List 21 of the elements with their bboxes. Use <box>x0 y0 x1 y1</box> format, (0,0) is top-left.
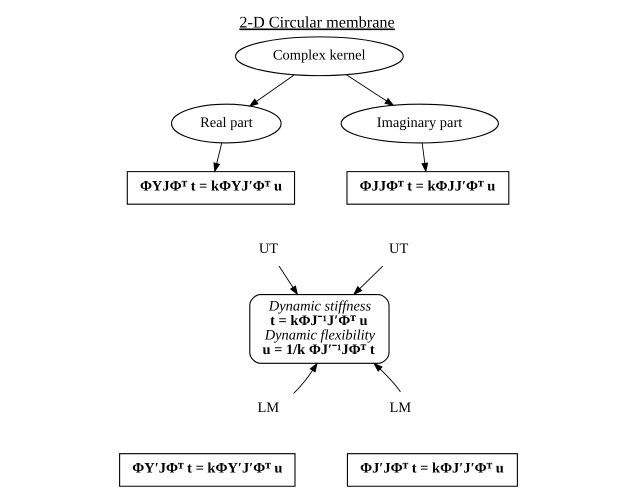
node-ellipse: Imaginary part <box>340 104 498 144</box>
arrow <box>352 266 383 296</box>
arrow <box>278 266 298 296</box>
diagram-title: 2-D Circular membrane <box>238 13 394 32</box>
node-box: Dynamic stiffness t = kΦJ⁻¹J′Φᵀ u Dynamic flexibility u = 1/k ΦJ′⁻¹JΦᵀ t <box>248 294 390 364</box>
node-text: UT <box>388 240 408 257</box>
node-box: ΦY′JΦᵀ t = kΦY′J′Φᵀ u <box>118 453 296 487</box>
arrow <box>372 362 400 392</box>
node-text: UT <box>258 240 278 257</box>
arrow <box>292 362 318 394</box>
arrow <box>212 142 222 173</box>
node-text: LM <box>388 400 411 416</box>
node-ellipse: Real part <box>170 104 282 144</box>
arrow <box>248 74 294 107</box>
arrow <box>345 74 394 106</box>
node-text: LM <box>256 400 279 416</box>
node-box: ΦYJΦᵀ t = kΦYJ′Φᵀ u <box>126 171 295 205</box>
arrow <box>420 142 428 173</box>
node-box: ΦJJΦᵀ t = kΦJJ′Φᵀ u <box>346 171 509 205</box>
node-ellipse: Complex kernel <box>234 36 404 76</box>
node-box: ΦJ′JΦᵀ t = kΦJ′J′Φᵀ u <box>346 453 518 487</box>
